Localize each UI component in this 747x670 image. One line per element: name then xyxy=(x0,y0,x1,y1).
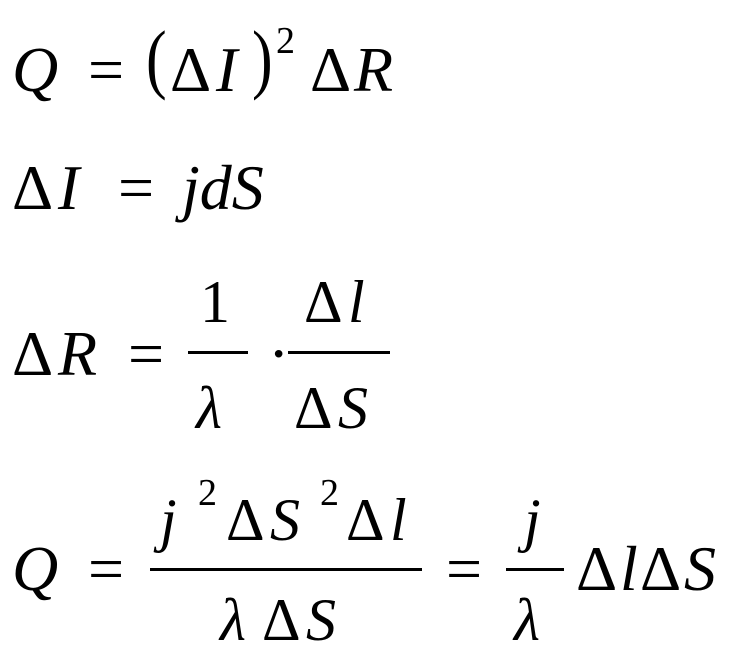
eq2-delta: Δ xyxy=(12,152,54,223)
eq1-delta-1: Δ xyxy=(170,34,212,105)
eq4-frac1-den-S: S xyxy=(306,587,336,653)
eq4-frac2-bar xyxy=(506,568,564,571)
eq2-lhs: I xyxy=(58,152,80,223)
eq2-equals: = xyxy=(118,152,155,223)
eq4-tail-S: S xyxy=(684,533,716,604)
eq3-frac1-numerator: 1 xyxy=(200,269,230,335)
eq4-frac1-num-delta-1: Δ xyxy=(226,487,265,553)
eq3-frac1-bar xyxy=(188,351,248,354)
eq4-frac1-den-lambda: λ xyxy=(220,587,246,653)
eq3-frac2-num-delta: Δ xyxy=(304,269,343,335)
eq4-frac1-num-j-exponent: 2 xyxy=(198,472,217,514)
eq3-frac1-denominator: λ xyxy=(196,375,222,441)
eq4-equals-1: = xyxy=(88,533,125,604)
eq4-frac1-bar xyxy=(150,568,422,571)
eq3-dot: · xyxy=(268,318,290,389)
eq1-var-I: I xyxy=(216,34,238,105)
eq1-right-paren: ) xyxy=(252,16,273,102)
eq3-frac2-num-l: l xyxy=(348,269,365,335)
eq4-tail-delta-1: Δ xyxy=(576,533,618,604)
eq3-lhs: R xyxy=(58,318,98,389)
eq3-delta: Δ xyxy=(12,318,54,389)
eq1-left-paren: ( xyxy=(146,16,167,102)
eq4-frac1-num-l: l xyxy=(390,487,407,553)
eq4-frac1-num-j: j xyxy=(160,487,177,553)
eq3-frac2-den-S: S xyxy=(338,375,368,441)
eq4-tail-delta-2: Δ xyxy=(640,533,682,604)
eq4-frac2-denominator: λ xyxy=(514,587,540,653)
eq4-frac1-num-S-exponent: 2 xyxy=(320,472,339,514)
eq4-tail-l: l xyxy=(620,533,638,604)
eq2-rhs: jdS xyxy=(182,152,264,223)
eq1-exponent: 2 xyxy=(276,20,295,62)
eq4-frac1-den-delta: Δ xyxy=(262,587,301,653)
eq1-equals: = xyxy=(88,34,125,105)
eq4-frac2-numerator: j xyxy=(524,487,541,553)
eq4-frac1-num-S: S xyxy=(270,487,300,553)
eq4-lhs: Q xyxy=(12,533,59,604)
eq3-frac2-den-delta: Δ xyxy=(294,375,333,441)
eq3-equals: = xyxy=(128,318,165,389)
eq1-lhs: Q xyxy=(12,34,59,105)
eq3-frac2-bar xyxy=(288,351,390,354)
eq1-delta-2: Δ xyxy=(310,34,352,105)
eq4-frac1-num-delta-2: Δ xyxy=(346,487,385,553)
eq4-equals-2: = xyxy=(446,533,483,604)
eq1-var-R: R xyxy=(354,34,394,105)
